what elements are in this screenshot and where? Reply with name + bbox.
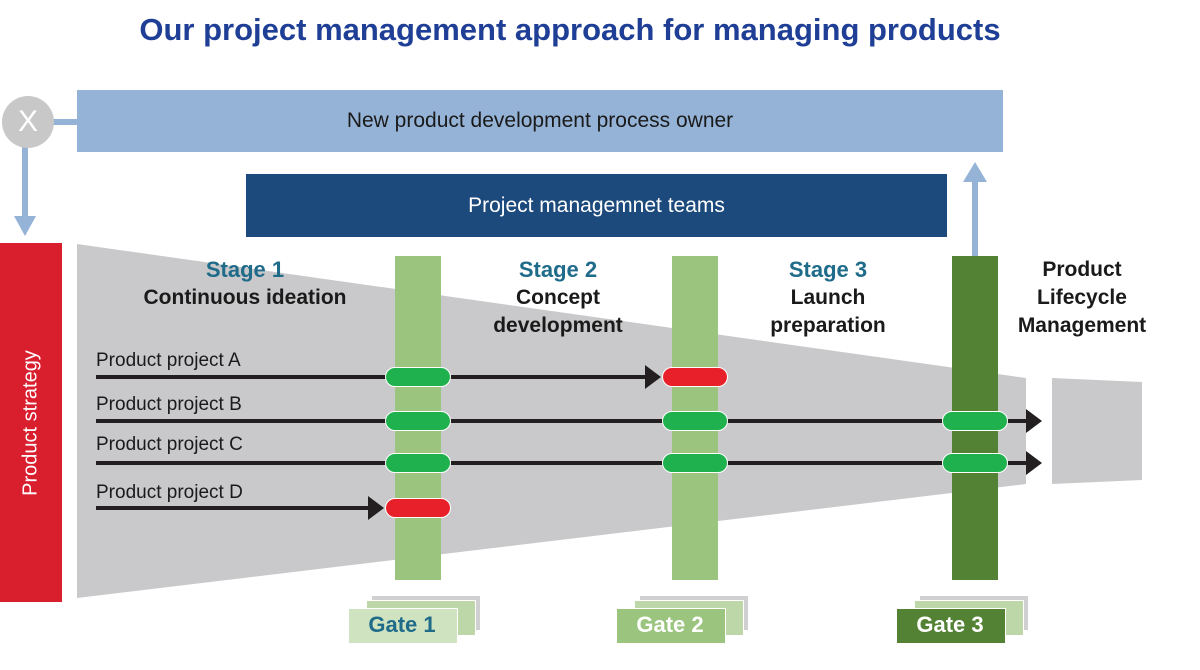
gate-status-pass [385,453,451,473]
stage-1: Stage 1 Continuous ideation [120,256,370,312]
lifecycle-text: Product [1042,258,1122,281]
gate-2-badge: Gate 2 [616,596,748,644]
project-teams-bar: Project managemnet teams [246,174,947,237]
arrowhead [1026,409,1042,433]
stage-subtitle: Concept [516,286,600,309]
stage-subtitle: development [493,314,623,337]
product-strategy-bar: Product strategy [0,243,62,602]
gate-3-badge: Gate 3 [896,596,1028,644]
lifecycle-text: Management [1017,314,1147,337]
funnel-tail [1052,378,1142,484]
gate-status-fail [662,367,728,387]
stage-title: Stage 3 [788,257,868,282]
gate-label: Gate 2 [636,612,704,637]
project-d-label: Product project D [96,482,243,503]
gate-label: Gate 3 [916,612,984,637]
lifecycle-text: Lifecycle [1037,286,1127,309]
stage-title: Stage 1 [205,257,285,282]
gate-status-pass [662,411,728,431]
gate-label: Gate 1 [368,612,436,637]
product-strategy-label: Product strategy [19,350,42,496]
stage-subtitle: Continuous ideation [143,286,347,309]
page-title: Our project management approach for mana… [139,12,1001,47]
down-arrowhead [14,216,36,236]
arrowhead [368,496,384,520]
stage-3: Stage 3 Launch preparation [738,256,918,340]
up-arrowhead [963,162,987,182]
project-b-label: Product project B [96,394,242,415]
gate-status-pass [942,411,1008,431]
arrowhead [1026,451,1042,475]
gate-1-badge: Gate 1 [348,596,480,644]
project-c-label: Product project C [96,434,243,455]
gate-status-pass [942,453,1008,473]
gate-status-pass [385,367,451,387]
stage-subtitle: preparation [770,314,886,337]
gate-status-fail [385,498,451,518]
stage-title: Stage 2 [518,257,598,282]
lifecycle-stage: Product Lifecycle Management [1002,256,1162,340]
gate-status-pass [662,453,728,473]
project-a-label: Product project A [96,350,241,371]
stage-2: Stage 2 Concept development [468,256,648,340]
process-owner-x-icon: X [2,96,54,148]
process-owner-bar: New product development process owner [77,90,1003,152]
stage-subtitle: Launch [790,286,866,309]
arrowhead [645,365,661,389]
gate-status-pass [385,411,451,431]
